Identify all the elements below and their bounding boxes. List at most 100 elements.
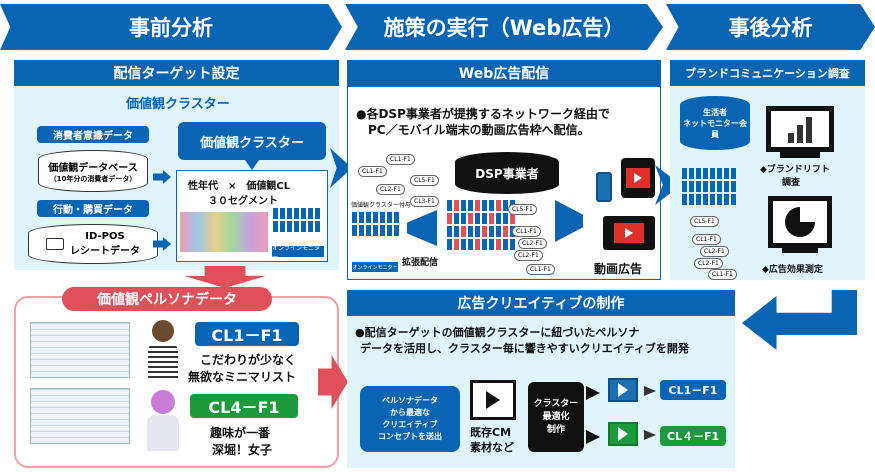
person-icon <box>352 225 357 236</box>
concept-line1: ペルソナデータ <box>382 396 438 405</box>
person-icon <box>280 208 285 219</box>
phase-post-analysis: 事後分析 <box>666 4 875 50</box>
target-setting-header: 配信ターゲット設定 <box>14 60 339 86</box>
person-icon <box>489 213 494 224</box>
survey-people <box>682 168 738 208</box>
bar-chart-monitor-icon <box>766 106 834 152</box>
person-icon <box>510 213 515 224</box>
online-monitor-people <box>273 208 325 238</box>
monitor-stand <box>782 248 818 253</box>
persona-document-2 <box>30 388 130 444</box>
person-icon <box>387 225 392 236</box>
brand-research-header: ブランドコミュニケーション調査 <box>670 60 865 86</box>
segment-line2: ３０セグメント <box>208 196 278 207</box>
person-icon <box>689 168 694 179</box>
output-cl1-label: CL1－F1 <box>660 380 726 400</box>
persona-cl4-desc-2: 深堀！女子 <box>212 443 273 457</box>
person-icon <box>380 225 385 236</box>
person-icon <box>454 239 459 250</box>
person-icon <box>287 221 292 232</box>
person-icon <box>366 225 371 236</box>
person-icon <box>352 212 357 223</box>
person-icon <box>359 225 364 236</box>
cluster-tag: CL1-F1 <box>386 154 415 165</box>
person-icon <box>724 181 729 192</box>
person-icon <box>447 213 452 224</box>
persona-cl1-desc-2: 無欲なミニマリスト <box>188 370 297 384</box>
person-icon <box>731 168 736 179</box>
person-icon <box>394 212 399 223</box>
play-blue-icon <box>608 378 638 402</box>
online-monitor-badge: オンラインモニター <box>272 245 324 261</box>
person-icon <box>717 181 722 192</box>
person-icon <box>503 213 508 224</box>
web-ad-header: Web広告配信 <box>347 60 661 86</box>
phase-pre-analysis: 事前分析 <box>0 4 342 50</box>
pos-database: ID-POS レシートデータ <box>28 224 158 264</box>
cm-line2: 素材など <box>470 441 514 454</box>
person-icon <box>482 200 487 211</box>
cluster-tag: CL1-F1 <box>708 269 737 280</box>
creative-bullet-1: ●配信ターゲットの価値観クラスターに紐づいたペルソナ <box>355 326 640 339</box>
person-icon <box>696 168 701 179</box>
persona-document-1 <box>30 322 130 378</box>
arrow-right-icon <box>153 237 171 251</box>
person-icon <box>373 212 378 223</box>
opt-line3: 制作 <box>546 424 565 435</box>
play-green-icon <box>608 422 638 446</box>
concept-line3: クリエイティブ <box>382 420 438 429</box>
person-icon <box>689 194 694 205</box>
person-icon <box>461 200 466 211</box>
person-icon <box>273 208 278 219</box>
person-icon <box>454 213 459 224</box>
person-icon <box>447 226 452 237</box>
person-icon <box>468 200 473 211</box>
output-cl4-label: CL４－F1 <box>660 426 726 446</box>
person-icon <box>461 239 466 250</box>
monitor-members-cylinder: 生活者 ネットモニター会員 <box>680 96 750 150</box>
cm-line1: 既存CM <box>470 426 512 439</box>
concept-line4: コンセプトを送出 <box>378 432 442 441</box>
person-icon <box>475 213 480 224</box>
segment-people-illustration <box>180 212 268 252</box>
person-icon <box>482 239 487 250</box>
cluster-tag: CL5-F1 <box>410 175 439 186</box>
person-icon <box>301 208 306 219</box>
person-icon <box>710 194 715 205</box>
expand-label: 拡張配信 <box>402 258 439 268</box>
person-icon <box>682 181 687 192</box>
person-icon <box>717 194 722 205</box>
db-line1: 価値観データベース <box>48 162 138 174</box>
cluster-assign-label: 価値観クラスター付与 <box>351 202 411 209</box>
cluster-tag: CL2-F1 <box>694 258 723 269</box>
pie-chart-monitor-icon <box>768 196 832 248</box>
opt-line2: 最適化 <box>542 411 570 422</box>
person-icon <box>468 213 473 224</box>
persona-avatar-2 <box>143 390 183 452</box>
person-icon <box>710 181 715 192</box>
person-icon <box>315 208 320 219</box>
cluster-tag: CL1-F1 <box>526 264 555 275</box>
person-icon <box>496 226 501 237</box>
person-icon <box>496 213 501 224</box>
cm-screen-icon <box>470 380 516 420</box>
cluster-tag: CL2-F1 <box>376 184 405 195</box>
monitor-line1: 生活者 <box>703 107 727 117</box>
pos-line2: レシートデータ <box>70 246 140 257</box>
db-line2: （10年分の消費者データ） <box>49 174 137 183</box>
person-icon <box>308 208 313 219</box>
person-icon <box>489 226 494 237</box>
person-icon <box>682 168 687 179</box>
person-icon <box>454 226 459 237</box>
concept-line2: から最適な <box>390 408 430 417</box>
opt-line1: クラスター <box>533 398 579 409</box>
person-icon <box>308 221 313 232</box>
pos-icon <box>46 238 64 250</box>
person-icon <box>454 200 459 211</box>
person-icon <box>731 181 736 192</box>
person-icon <box>717 168 722 179</box>
persona-header: 価値観ペルソナデータ <box>62 287 272 311</box>
person-icon <box>503 226 508 237</box>
creative-header: 広告クリエイティブの制作 <box>347 290 735 316</box>
cluster-tag: CL1-F1 <box>358 166 387 177</box>
